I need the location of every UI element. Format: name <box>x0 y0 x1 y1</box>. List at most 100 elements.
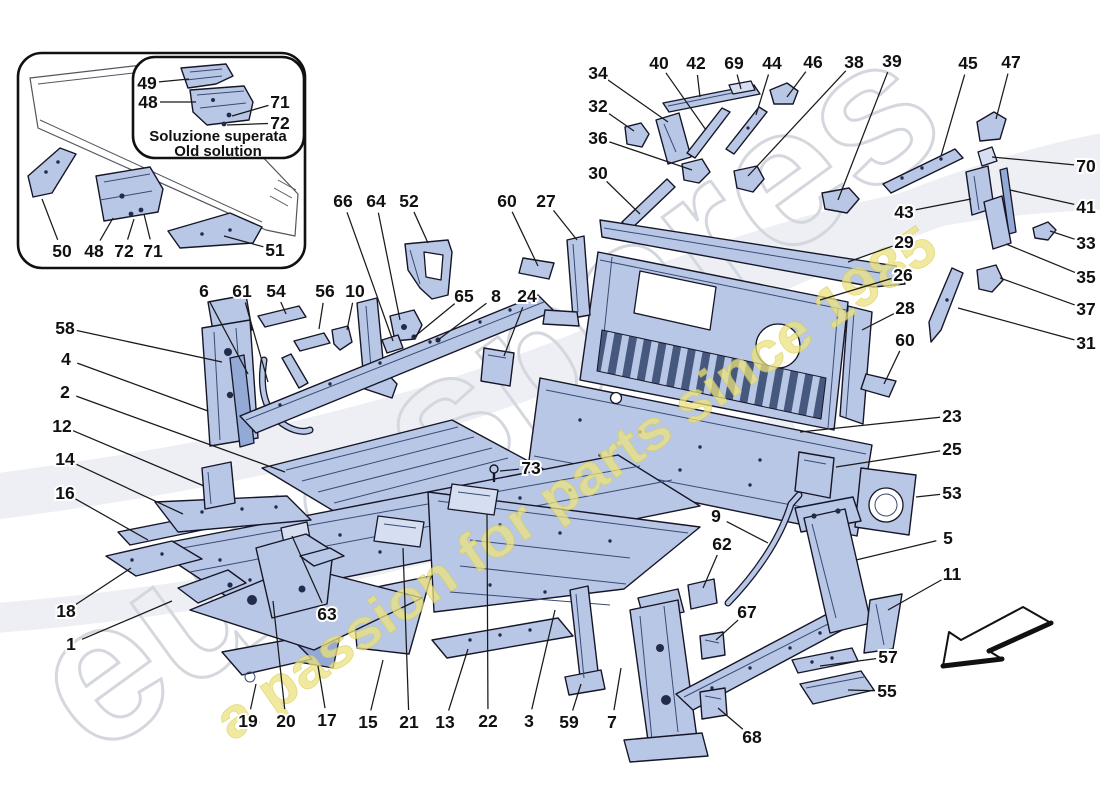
callout-59[interactable]: 59 <box>557 710 581 734</box>
callout-17[interactable]: 17 <box>315 708 338 732</box>
callout-32[interactable]: 32 <box>586 94 610 118</box>
callout-42[interactable]: 42 <box>684 51 708 75</box>
callout-57[interactable]: 57 <box>876 645 899 669</box>
old-solution-inset: Soluzione superata Old solution <box>16 51 307 270</box>
part-bracket-22 <box>447 483 499 516</box>
callout-46[interactable]: 46 <box>801 50 825 74</box>
callout-67[interactable]: 67 <box>735 600 758 624</box>
rear-bulkhead-group <box>527 219 917 537</box>
leader-line-63 <box>291 535 323 604</box>
callout-70[interactable]: 70 <box>1074 154 1098 178</box>
part-bracket-62 <box>687 578 718 610</box>
part-old-plate-51 <box>167 212 263 249</box>
part-clip-66 <box>381 334 404 354</box>
callout-18[interactable]: 18 <box>54 599 78 623</box>
callout-20[interactable]: 20 <box>274 709 298 733</box>
callout-52[interactable]: 52 <box>397 189 421 213</box>
callout-9[interactable]: 9 <box>709 504 723 528</box>
callout-27[interactable]: 27 <box>534 189 557 213</box>
callout-23[interactable]: 23 <box>940 404 964 428</box>
callout-48[interactable]: 48 <box>82 239 106 263</box>
callout-7[interactable]: 7 <box>605 710 619 734</box>
leader-line-69 <box>736 74 742 90</box>
callout-55[interactable]: 55 <box>875 679 899 703</box>
callout-4[interactable]: 4 <box>59 347 73 371</box>
callout-40[interactable]: 40 <box>647 51 671 75</box>
callout-22[interactable]: 22 <box>476 709 500 733</box>
callout-33[interactable]: 33 <box>1074 231 1098 255</box>
callout-53[interactable]: 53 <box>940 481 964 505</box>
callout-49[interactable]: 49 <box>135 71 159 95</box>
callout-43[interactable]: 43 <box>892 200 916 224</box>
callout-26[interactable]: 26 <box>891 263 915 287</box>
callout-37[interactable]: 37 <box>1074 297 1097 321</box>
callout-60[interactable]: 60 <box>495 189 519 213</box>
callout-47[interactable]: 47 <box>999 50 1022 74</box>
callout-6[interactable]: 6 <box>197 279 211 303</box>
leader-line-67 <box>715 619 739 641</box>
callout-24[interactable]: 24 <box>515 284 539 308</box>
callout-45[interactable]: 45 <box>956 51 980 75</box>
callout-3[interactable]: 3 <box>522 709 536 733</box>
callout-56[interactable]: 56 <box>313 279 337 303</box>
callout-28[interactable]: 28 <box>893 296 917 320</box>
leader-line-29 <box>847 245 893 263</box>
leader-line-60 <box>511 211 539 267</box>
callout-5[interactable]: 5 <box>941 526 955 550</box>
callout-29[interactable]: 29 <box>892 230 916 254</box>
callout-21[interactable]: 21 <box>397 710 421 734</box>
callout-62[interactable]: 62 <box>710 532 734 556</box>
callout-71[interactable]: 71 <box>141 239 165 263</box>
callout-72[interactable]: 72 <box>268 111 292 135</box>
callout-51[interactable]: 51 <box>263 238 287 262</box>
leader-line-8 <box>437 302 487 341</box>
callout-63[interactable]: 63 <box>315 602 339 626</box>
callout-48[interactable]: 48 <box>136 90 160 114</box>
callout-14[interactable]: 14 <box>53 447 77 471</box>
callout-10[interactable]: 10 <box>343 279 367 303</box>
callout-38[interactable]: 38 <box>842 50 866 74</box>
callout-25[interactable]: 25 <box>940 437 964 461</box>
callout-11[interactable]: 11 <box>941 562 964 586</box>
callout-13[interactable]: 13 <box>433 710 457 734</box>
callout-12[interactable]: 12 <box>50 414 74 438</box>
callout-36[interactable]: 36 <box>586 126 610 150</box>
callout-61[interactable]: 61 <box>230 279 254 303</box>
callout-8[interactable]: 8 <box>489 284 503 308</box>
callout-73[interactable]: 73 <box>519 456 543 480</box>
callout-41[interactable]: 41 <box>1074 195 1098 219</box>
callout-1[interactable]: 1 <box>64 632 78 656</box>
leader-line-20 <box>272 600 286 710</box>
callout-65[interactable]: 65 <box>452 284 476 308</box>
callout-30[interactable]: 30 <box>586 161 610 185</box>
callout-58[interactable]: 58 <box>53 316 77 340</box>
leader-line-36 <box>609 141 693 171</box>
part-strut-34 <box>655 112 692 165</box>
callout-35[interactable]: 35 <box>1074 265 1098 289</box>
leader-line-11 <box>887 579 942 611</box>
callout-44[interactable]: 44 <box>760 51 784 75</box>
callout-34[interactable]: 34 <box>586 61 610 85</box>
callout-72[interactable]: 72 <box>112 239 136 263</box>
callout-66[interactable]: 66 <box>331 189 355 213</box>
part-old-bracket-48-lower <box>95 166 164 222</box>
callout-2[interactable]: 2 <box>58 380 72 404</box>
callout-71[interactable]: 71 <box>268 90 292 114</box>
callout-15[interactable]: 15 <box>356 710 380 734</box>
callout-54[interactable]: 54 <box>264 279 288 303</box>
callout-68[interactable]: 68 <box>740 725 764 749</box>
part-hook-10 <box>331 325 353 351</box>
callout-16[interactable]: 16 <box>53 481 77 505</box>
leader-line-38 <box>747 70 847 177</box>
callout-69[interactable]: 69 <box>722 51 746 75</box>
leader-line-40 <box>665 72 707 131</box>
callout-64[interactable]: 64 <box>364 189 388 213</box>
callout-31[interactable]: 31 <box>1074 331 1098 355</box>
leader-line-72 <box>226 122 269 126</box>
callout-39[interactable]: 39 <box>880 49 904 73</box>
callout-60[interactable]: 60 <box>893 328 917 352</box>
callout-19[interactable]: 19 <box>236 709 260 733</box>
callout-50[interactable]: 50 <box>50 239 74 263</box>
